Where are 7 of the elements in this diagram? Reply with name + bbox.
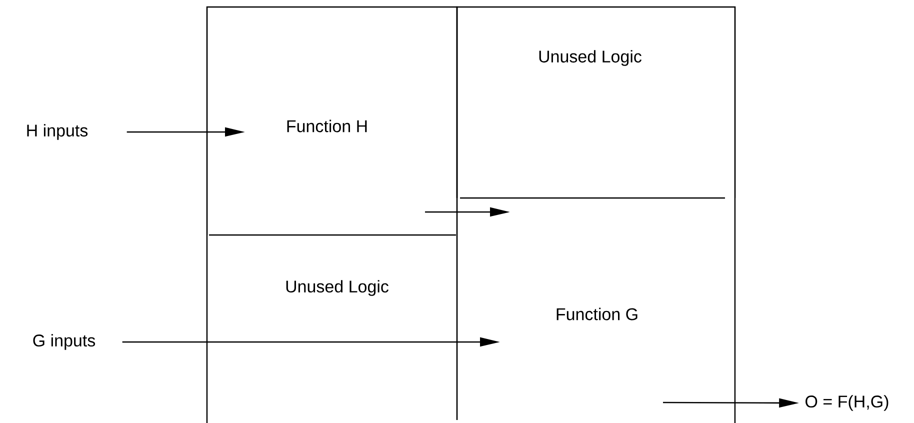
region-label: Unused Logic — [539, 50, 642, 66]
input-label: G inputs — [33, 334, 96, 350]
output-label: O = F(H,G) — [806, 395, 888, 411]
region-label: Unused Logic — [286, 280, 388, 296]
input-label: H inputs — [27, 124, 88, 140]
region-label: Function H — [287, 120, 367, 132]
region-label: Function G — [556, 308, 638, 320]
